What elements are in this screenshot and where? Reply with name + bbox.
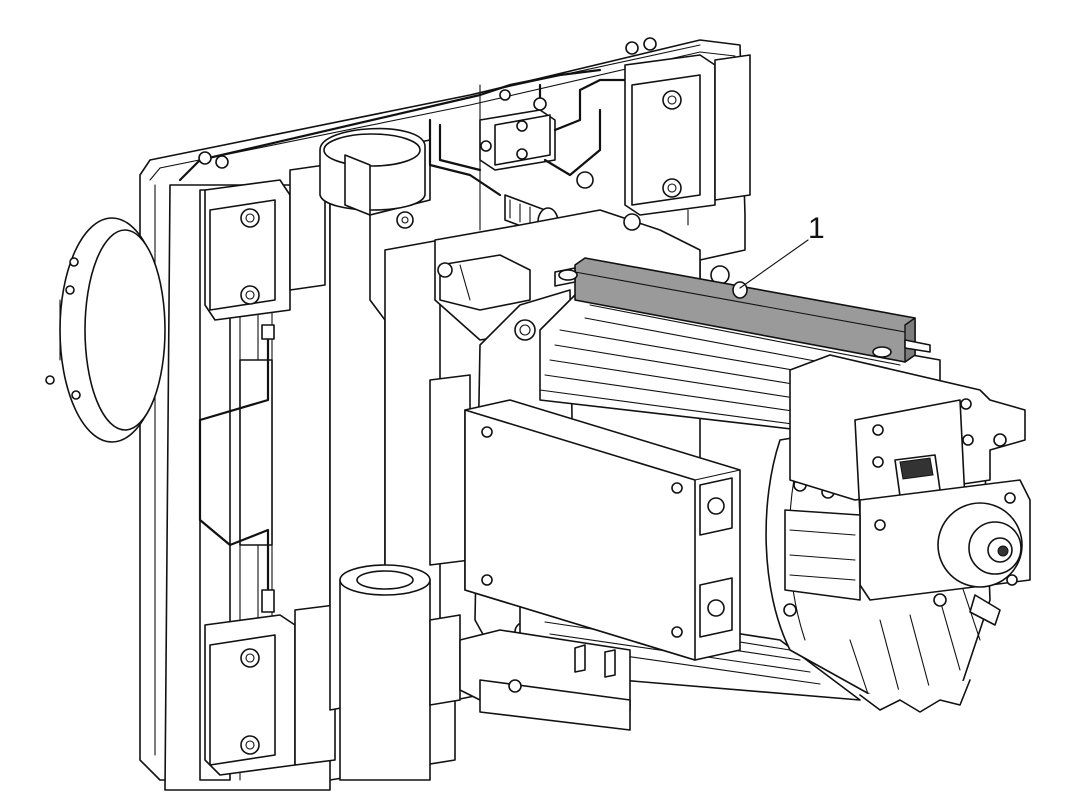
highlighted-rail xyxy=(554,257,931,363)
upper-right-guide-block xyxy=(624,54,751,226)
terminal-box-cover xyxy=(464,399,741,661)
left-hydraulic-line xyxy=(178,93,482,613)
callout-1: 1 xyxy=(739,212,825,289)
bottom-cylinder xyxy=(339,564,461,781)
callout-1-label: 1 xyxy=(808,212,825,245)
bottom-mounting-bracket xyxy=(459,629,631,731)
motor-shaft-assembly xyxy=(784,479,1031,626)
left-disc-assembly xyxy=(45,217,166,443)
upper-left-guide-block xyxy=(204,164,326,321)
lower-left-guide-block xyxy=(204,604,336,776)
